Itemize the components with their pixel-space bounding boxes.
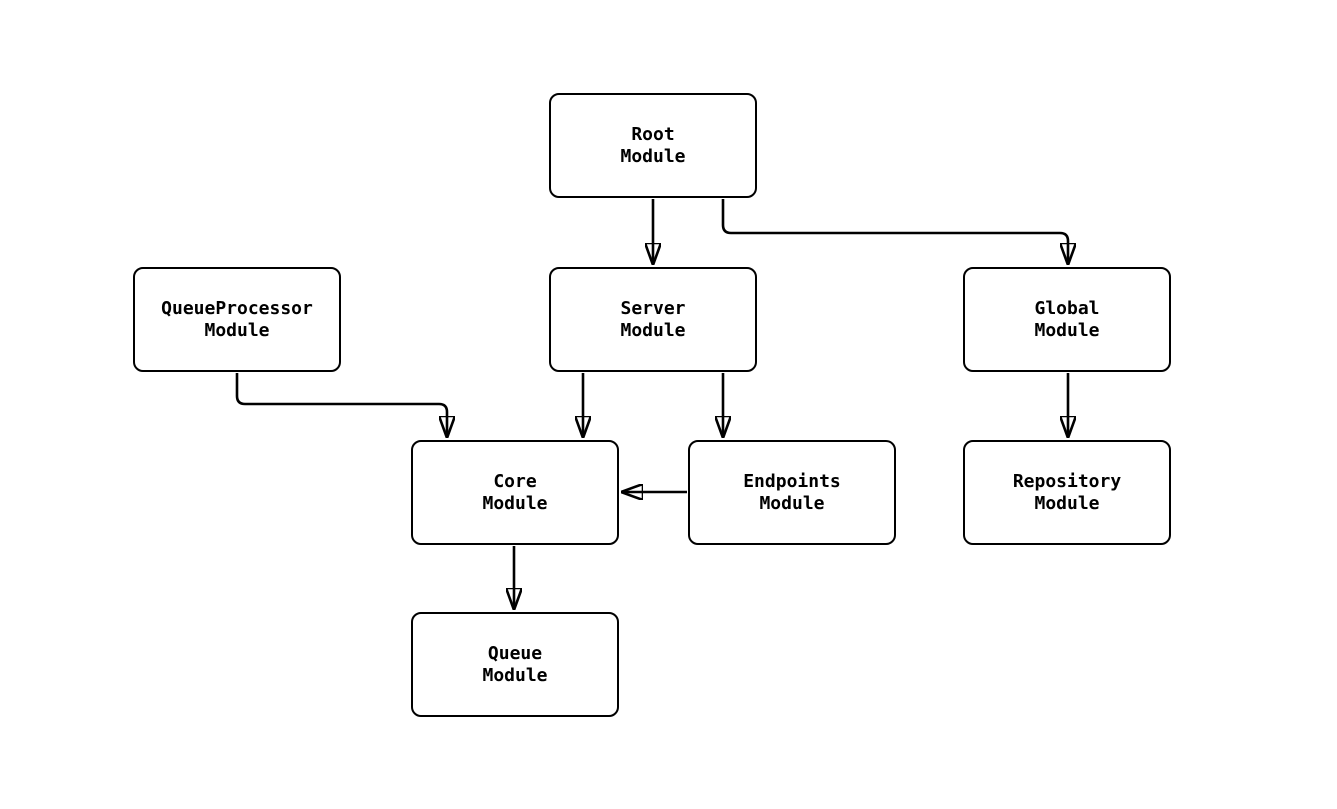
node-repository-module: Repository Module bbox=[963, 440, 1171, 545]
node-label: Global Module bbox=[1034, 297, 1100, 341]
node-queueprocessor-module: QueueProcessor Module bbox=[133, 267, 341, 372]
node-core-module: Core Module bbox=[411, 440, 619, 545]
node-label: Queue Module bbox=[482, 642, 548, 686]
edge-queueprocessor-to-core bbox=[235, 373, 447, 437]
node-label: Repository Module bbox=[1012, 470, 1122, 514]
node-label: Core Module bbox=[482, 470, 548, 514]
node-label: Root Module bbox=[620, 123, 686, 167]
node-root-module: Root Module bbox=[549, 93, 757, 198]
edge-root-to-global bbox=[721, 199, 1068, 264]
node-server-module: Server Module bbox=[549, 267, 757, 372]
node-queue-module: Queue Module bbox=[411, 612, 619, 717]
node-label: Endpoints Module bbox=[743, 470, 841, 514]
node-global-module: Global Module bbox=[963, 267, 1171, 372]
node-label: QueueProcessor Module bbox=[161, 297, 313, 341]
node-label: Server Module bbox=[620, 297, 686, 341]
node-endpoints-module: Endpoints Module bbox=[688, 440, 896, 545]
